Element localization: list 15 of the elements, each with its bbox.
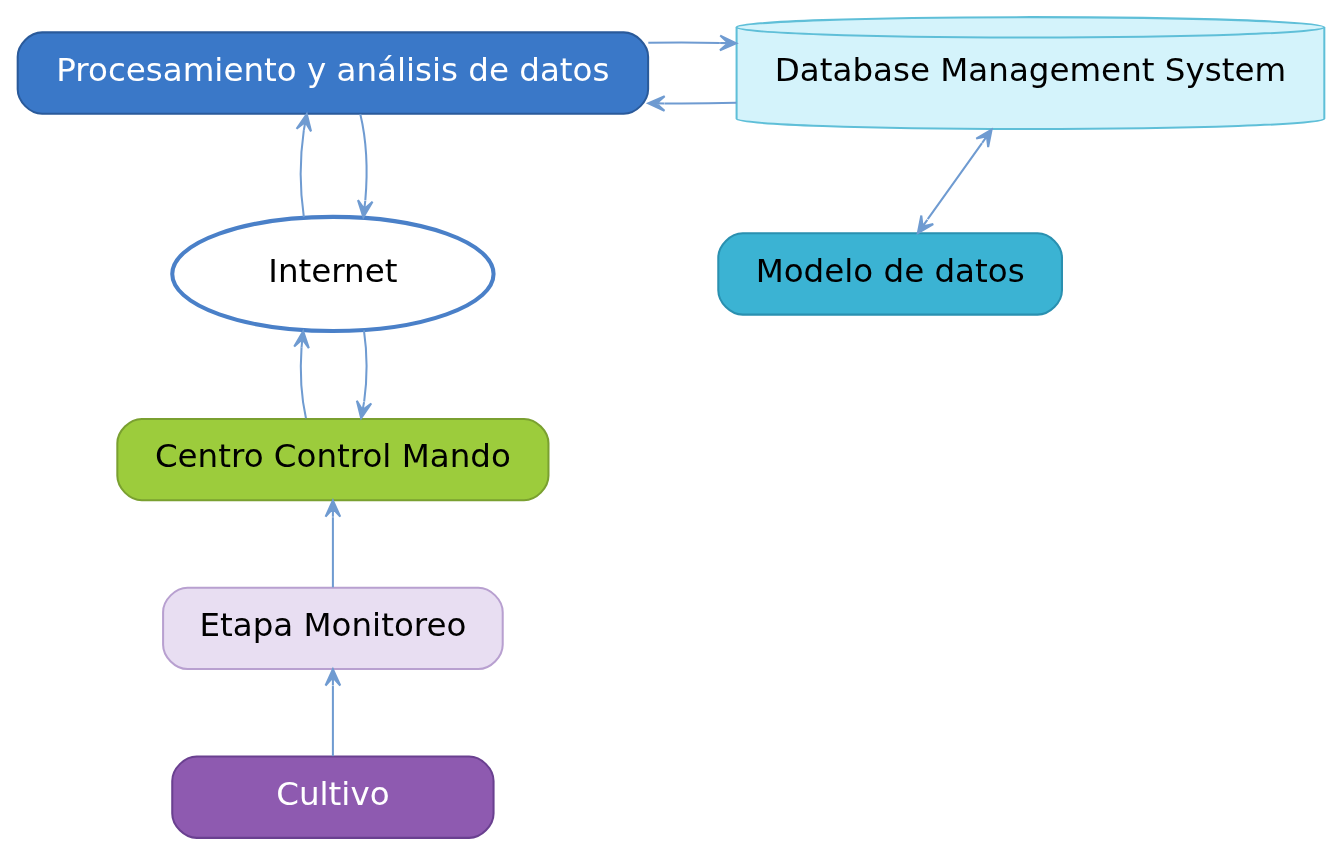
arrow	[355, 329, 373, 419]
arrow	[356, 113, 374, 218]
node-box: Etapa Monitoreo	[162, 586, 504, 670]
node-ellipse: Internet	[170, 214, 496, 333]
arrow	[647, 94, 737, 112]
node-box: Centro Control Mando	[116, 417, 550, 501]
node-box: Procesamiento y análisis de datos	[16, 30, 650, 115]
node-box: Modelo de datos	[717, 231, 1063, 316]
arrow	[324, 667, 342, 756]
arrow	[295, 112, 313, 217]
arrow	[916, 128, 993, 234]
arrow	[648, 34, 738, 51]
arrow	[324, 498, 342, 587]
node-box: Cultivo	[171, 755, 495, 839]
arrow	[293, 329, 310, 418]
